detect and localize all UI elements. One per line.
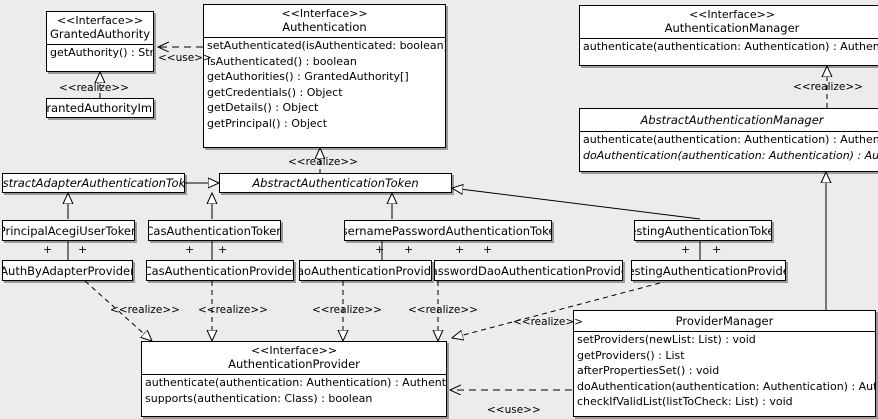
- class-box-granted-authority[interactable]: <<Interface>> GrantedAuthority getAuthor…: [46, 11, 154, 72]
- class-name: DaoAuthenticationProvider: [300, 263, 432, 278]
- edge-label-use-provider-manager: <<use>>: [487, 404, 541, 416]
- class-stereotype: <<Interface>>: [56, 14, 144, 27]
- class-name: AuthenticationProvider: [228, 357, 360, 371]
- operations-compartment: setProviders(newList: List) : void getPr…: [574, 331, 875, 410]
- operations-compartment: getAuthority() : String: [47, 44, 153, 61]
- operation: getCredentials() : Object: [207, 85, 343, 99]
- edge-label-realize-dao-authentication-provider: <<realize>>: [312, 304, 382, 316]
- edge-label-realize-auth-by-adapter-provider: <<realize>>: [110, 304, 180, 316]
- class-header: ProviderManager: [574, 311, 875, 331]
- class-box-authentication-provider[interactable]: <<Interface>> AuthenticationProvider aut…: [141, 341, 447, 417]
- edge-label-realize-password-dao-authentication-provider: <<realize>>: [408, 304, 478, 316]
- operation: getPrincipal() : Object: [207, 116, 328, 130]
- class-name: GrantedAuthorityImpl: [46, 101, 153, 115]
- association-adornment-plus: +: [218, 243, 228, 256]
- class-name: CasAuthenticationProvider: [146, 263, 294, 278]
- class-name: TestingAuthenticationProvider: [631, 263, 786, 278]
- class-box-provider-manager[interactable]: ProviderManager setProviders(newList: Li…: [573, 310, 876, 417]
- class-box-granted-authority-impl[interactable]: GrantedAuthorityImpl: [46, 98, 154, 118]
- operations-compartment: authenticate(authentication: Authenticat…: [142, 374, 446, 406]
- operations-compartment: authenticate(authentication: Authenticat…: [580, 38, 878, 55]
- operation: authenticate(authentication: Authenticat…: [583, 40, 878, 53]
- operation: doAuthentication(authentication: Authent…: [577, 379, 876, 393]
- operation: checkIfValidList(listToCheck: List) : vo…: [577, 395, 793, 408]
- class-box-auth-by-adapter-provider[interactable]: AuthByAdapterProvider: [2, 260, 133, 281]
- operation: supports(authentication: Class) : boolea…: [145, 391, 373, 405]
- association-adornment-plus: +: [681, 243, 691, 256]
- operation: getProviders() : List: [577, 348, 685, 362]
- class-box-abstract-authentication-token[interactable]: AbstractAuthenticationToken: [219, 173, 452, 193]
- association-adornment-plus: +: [185, 243, 195, 256]
- operation: authenticate(authentication: Authenticat…: [145, 376, 447, 389]
- operation: isAuthenticated() : boolean: [207, 54, 357, 68]
- class-name: PasswordDaoAuthenticationProvider: [434, 263, 623, 278]
- class-box-password-dao-authentication-provider[interactable]: PasswordDaoAuthenticationProvider: [434, 260, 623, 281]
- association-adornment-plus: +: [483, 243, 493, 256]
- class-box-cas-authentication-token[interactable]: CasAuthenticationToken: [148, 220, 281, 241]
- class-name: PrincipalAcegiUserToken: [2, 223, 135, 238]
- operation: doAuthentication(authentication: Authent…: [583, 148, 878, 162]
- class-stereotype: <<Interface>>: [688, 8, 776, 21]
- edge-label-realize-cas-authentication-provider: <<realize>>: [198, 304, 268, 316]
- class-header: <<Interface>> Authentication: [204, 5, 445, 37]
- class-name: AuthenticationManager: [664, 21, 800, 35]
- class-name: AbstractAuthenticationToken: [252, 176, 419, 190]
- association-adornment-plus: +: [43, 243, 53, 256]
- operation: setAuthenticated(isAuthenticated: boolea…: [207, 39, 446, 52]
- operation: afterPropertiesSet() : void: [577, 364, 720, 377]
- class-name: UsernamePasswordAuthenticationToken: [344, 223, 552, 238]
- association-adornment-plus: +: [375, 243, 385, 256]
- class-box-cas-authentication-provider[interactable]: CasAuthenticationProvider: [146, 260, 294, 281]
- class-name: Authentication: [282, 20, 367, 34]
- operation: getDetails() : Object: [207, 101, 319, 114]
- association-adornment-plus: +: [78, 243, 88, 256]
- class-name: TestingAuthenticationToken: [635, 223, 771, 238]
- class-name: AuthByAdapterProvider: [2, 263, 133, 278]
- operation: getAuthorities() : GrantedAuthority[]: [207, 70, 409, 83]
- class-box-abstract-authentication-manager[interactable]: AbstractAuthenticationManager authentica…: [579, 108, 878, 172]
- edge-label-realize-abstract-authentication-manager: <<realize>>: [793, 81, 863, 93]
- edge-label-realize-granted-authority-impl: <<realize>>: [59, 82, 129, 94]
- class-name: CasAuthenticationToken: [148, 223, 281, 238]
- operations-compartment: authenticate(authentication: Authenticat…: [580, 131, 878, 163]
- operation: setProviders(newList: List) : void: [577, 333, 756, 346]
- operation: authenticate(authentication: Authenticat…: [583, 133, 878, 146]
- class-box-abstract-adapter-authentication-token[interactable]: AbstractAdapterAuthenticationToken: [2, 173, 185, 193]
- class-header: AbstractAuthenticationManager: [580, 109, 878, 131]
- class-stereotype: <<Interface>>: [281, 7, 368, 20]
- association-adornment-plus: +: [455, 243, 465, 256]
- class-box-testing-authentication-token[interactable]: TestingAuthenticationToken: [634, 220, 772, 241]
- operation: getAuthority() : String: [50, 46, 154, 59]
- operations-compartment: setAuthenticated(isAuthenticated: boolea…: [204, 37, 445, 131]
- class-name: ProviderManager: [675, 314, 774, 328]
- class-name: AbstractAuthenticationManager: [640, 113, 824, 127]
- class-header: <<Interface>> GrantedAuthority: [47, 12, 153, 44]
- association-adornment-plus: +: [404, 243, 414, 256]
- class-box-authentication-manager[interactable]: <<Interface>> AuthenticationManager auth…: [579, 5, 878, 66]
- class-header: <<Interface>> AuthenticationProvider: [142, 342, 446, 374]
- edge-label-realize-abstract-authentication-token: <<realize>>: [288, 156, 358, 168]
- class-box-authentication[interactable]: <<Interface>> Authentication setAuthenti…: [203, 4, 446, 148]
- association-adornment-plus: +: [712, 243, 722, 256]
- class-box-principal-acegi-user-token[interactable]: PrincipalAcegiUserToken: [2, 220, 135, 241]
- edge-label-use-granted-authority: <<use>>: [158, 52, 212, 64]
- class-stereotype: <<Interface>>: [250, 344, 338, 357]
- class-box-testing-authentication-provider[interactable]: TestingAuthenticationProvider: [631, 260, 786, 281]
- class-box-dao-authentication-provider[interactable]: DaoAuthenticationProvider: [299, 260, 432, 281]
- class-box-username-password-authentication-token[interactable]: UsernamePasswordAuthenticationToken: [344, 220, 552, 241]
- class-header: <<Interface>> AuthenticationManager: [580, 6, 878, 38]
- class-name: GrantedAuthority: [50, 27, 151, 41]
- edge-label-realize-testing-authentication-provider: <<realize>>: [513, 316, 583, 328]
- class-name: AbstractAdapterAuthenticationToken: [2, 176, 185, 190]
